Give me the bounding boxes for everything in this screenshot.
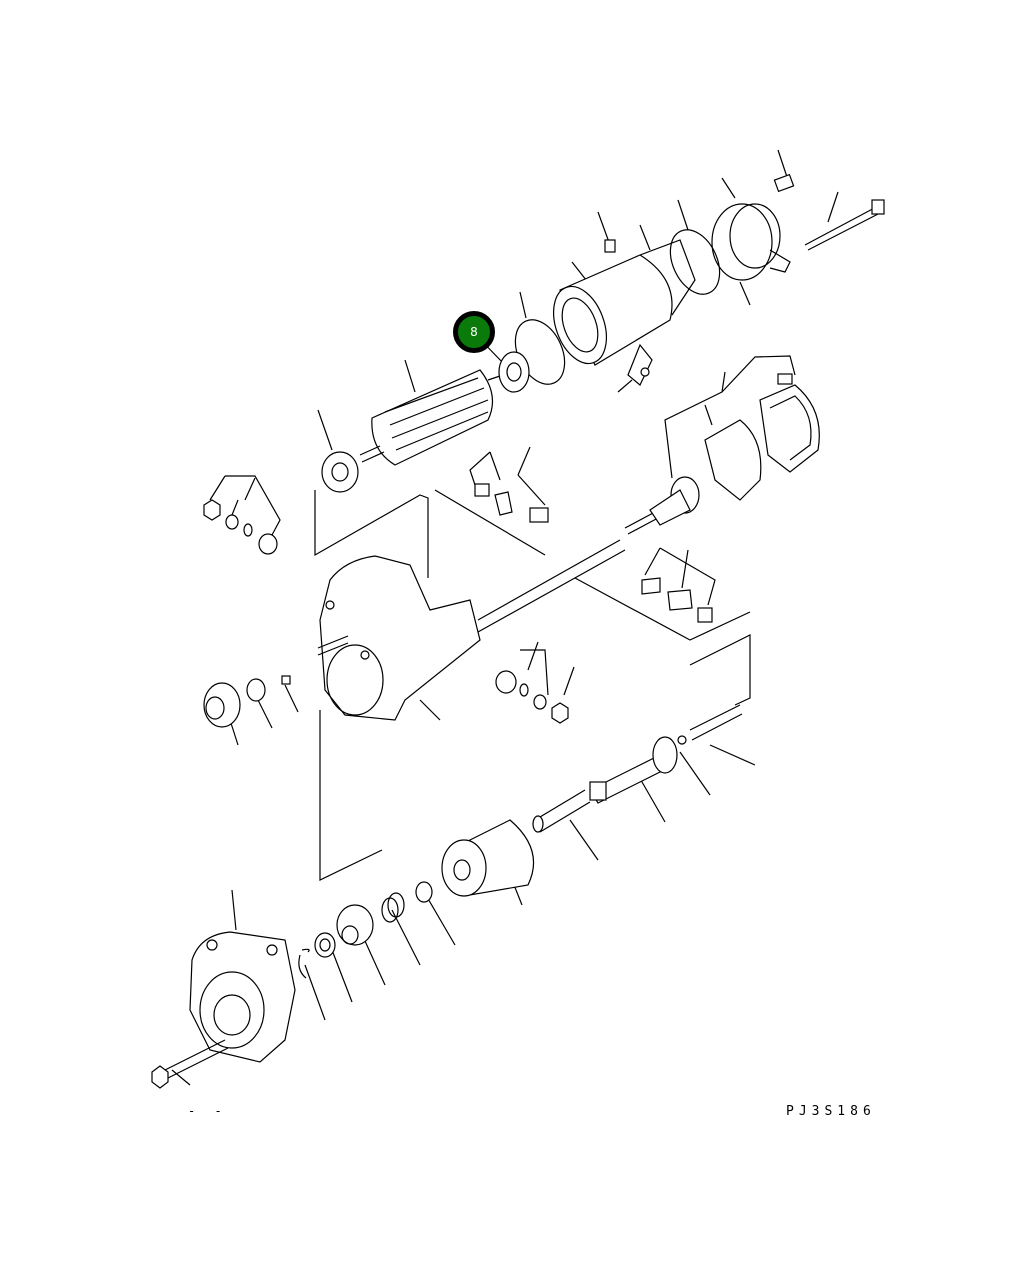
solenoid-plunger <box>624 476 700 535</box>
yoke-assembly <box>553 239 696 366</box>
front-bracket <box>189 931 296 1063</box>
part-callout-8[interactable]: 8 <box>453 311 495 353</box>
snap-ring <box>298 948 310 979</box>
callout-label: 8 <box>470 325 478 339</box>
nut-washer-set-center <box>495 670 569 724</box>
through-bolt <box>804 199 885 251</box>
housing <box>317 539 626 721</box>
drawing-code: PJ3S186 <box>786 1104 876 1119</box>
screw-cover <box>777 373 793 385</box>
spring-small <box>381 892 405 923</box>
pinion-and-stopper <box>203 675 291 728</box>
bolt-bracket <box>151 1039 229 1089</box>
bearing-front <box>321 451 359 493</box>
nut-washer-set-left <box>203 499 278 555</box>
terminal-parts-right <box>641 577 713 623</box>
spring-right <box>677 704 743 745</box>
bolt-top <box>773 173 795 193</box>
band-cover <box>711 203 791 281</box>
brush-plate-parts <box>474 483 549 523</box>
spring-main <box>532 789 591 833</box>
gasket <box>704 419 762 501</box>
armature <box>359 369 501 466</box>
shaft <box>589 736 678 804</box>
brush-holder-spring <box>627 343 653 386</box>
o-ring-yoke <box>669 229 721 295</box>
bearing-rear <box>498 351 530 393</box>
washer-front <box>415 881 433 903</box>
corner-mark: - - <box>188 1104 228 1118</box>
solenoid-cover <box>759 384 820 473</box>
collar <box>314 932 336 958</box>
pinion-gear <box>336 904 374 946</box>
clutch-assembly <box>441 819 535 897</box>
leader-lines <box>171 149 839 1086</box>
